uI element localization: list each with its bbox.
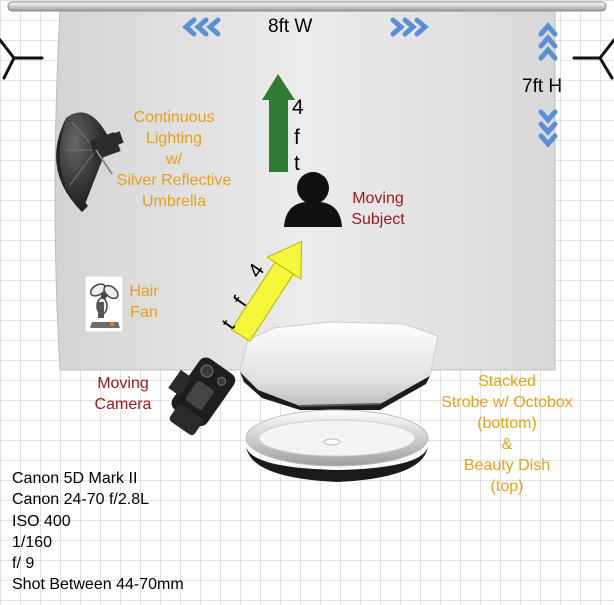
camera-distance-arrow — [230, 240, 303, 342]
subject-silhouette-icon — [284, 172, 342, 227]
subject-distance-letter-f: f — [294, 126, 300, 149]
spec-shutter: 1/160 — [12, 533, 53, 551]
width-chevrons-left-icon — [182, 17, 221, 37]
beauty-dish-icon — [245, 409, 429, 482]
left-stand-icon — [0, 38, 44, 80]
moving-camera-label: Moving Camera — [88, 373, 158, 415]
right-stand-icon — [572, 38, 614, 80]
camera-icon — [168, 357, 236, 436]
strobe-line-1: Stacked — [478, 373, 536, 390]
umbrella-light-icon — [56, 112, 124, 212]
backdrop-height-label: 7ft H — [522, 76, 563, 97]
width-chevrons-right-icon — [390, 17, 429, 37]
continuous-lighting-line-5: Umbrella — [141, 193, 206, 210]
strobe-line-5: Beauty Dish — [463, 457, 551, 474]
moving-subject-line-2: Subject — [351, 211, 405, 228]
spec-iso: ISO 400 — [12, 512, 71, 530]
continuous-lighting-line-3: w/ — [166, 151, 182, 168]
spec-aperture: f/ 9 — [12, 555, 35, 573]
subject-distance-arrow — [262, 74, 295, 172]
moving-subject-line-1: Moving — [352, 190, 404, 207]
hair-fan-line-2: Fan — [130, 304, 158, 321]
strobe-line-4: & — [501, 436, 513, 453]
height-chevrons-up-icon — [538, 22, 558, 61]
continuous-lighting-line-4: Silver Reflective — [116, 172, 232, 189]
continuous-lighting-line-2: Lighting — [145, 130, 203, 147]
strobe-line-3: (bottom) — [477, 415, 537, 432]
backdrop-bar — [7, 1, 607, 12]
moving-subject-label: Moving Subject — [344, 188, 412, 230]
strobe-line-6: (top) — [490, 478, 524, 495]
hair-fan-line-1: Hair — [129, 283, 159, 300]
moving-camera-line-2: Camera — [94, 396, 152, 413]
subject-distance-digit: 4 — [292, 96, 304, 119]
camera-settings-list: Canon 5D Mark II Canon 24-70 f/2.8L ISO … — [12, 468, 184, 596]
continuous-lighting-line-1: Continuous — [133, 109, 215, 126]
moving-camera-line-1: Moving — [97, 375, 149, 392]
continuous-lighting-label: Continuous Lighting w/ Silver Reflective… — [100, 107, 248, 212]
spec-lens: Canon 24-70 f/2.8L — [12, 491, 149, 509]
strobe-label: Stacked Strobe w/ Octobox (bottom) & Bea… — [428, 371, 586, 497]
hair-fan-icon — [84, 275, 124, 333]
octobox-icon — [239, 321, 439, 410]
backdrop-width-label: 8ft W — [268, 16, 313, 37]
spec-focal-range: Shot Between 44-70mm — [12, 576, 184, 594]
spec-camera-body: Canon 5D Mark II — [12, 470, 138, 487]
strobe-line-2: Strobe w/ Octobox — [441, 394, 573, 411]
subject-distance-letter-t: t — [294, 152, 300, 175]
hair-fan-label: Hair Fan — [124, 281, 164, 323]
height-chevrons-down-icon — [538, 109, 558, 148]
